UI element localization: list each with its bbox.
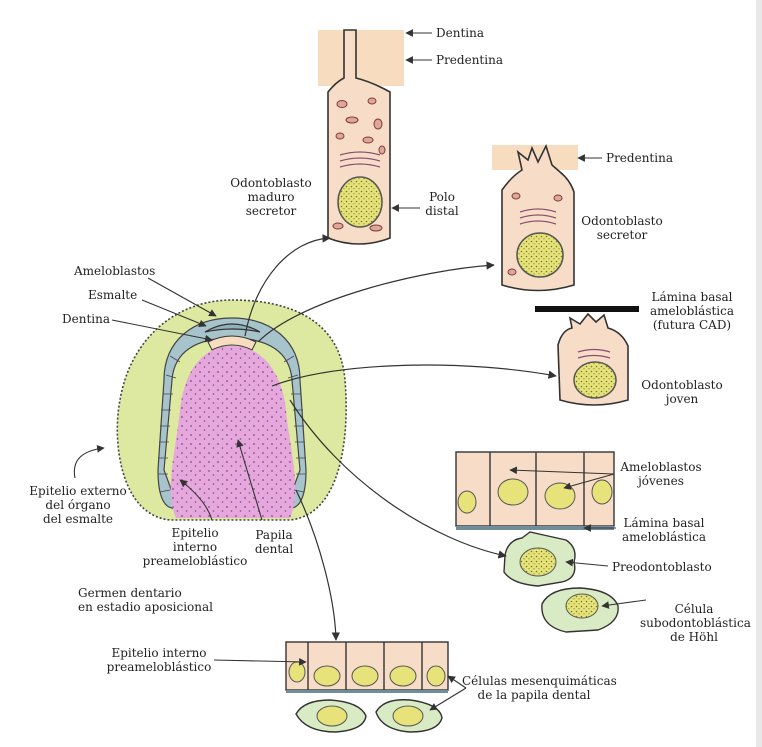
label-dentina-left: Dentina [62, 312, 110, 326]
label-dentina-top: Dentina [436, 26, 484, 40]
label-ameloblastos-jovenes: Ameloblastos jóvenes [616, 460, 706, 488]
label-celula-hohl: Célula subodontoblástica de Höhl [640, 602, 748, 644]
label-lamina-basal-cad: Lámina basal ameloblástica (futura CAD) [644, 290, 740, 332]
label-polo-distal: Polo distal [418, 190, 466, 218]
label-epitelio-externo: Epitelio externo del órgano del esmalte [22, 484, 134, 526]
label-predentina-top: Predentina [436, 53, 503, 67]
young-ameloblasts-illustration [456, 452, 614, 530]
basal-lamina-bar [535, 306, 639, 312]
label-papila-dental: Papila dental [248, 528, 300, 556]
label-epitelio-interno-mid: Epitelio interno preameloblástico [138, 526, 252, 568]
label-germen-dentario: Germen dentario en estadio aposicional [78, 586, 213, 614]
tooth-germ-illustration [117, 300, 346, 520]
label-esmalte: Esmalte [88, 288, 137, 302]
label-ameloblastos: Ameloblastos [74, 264, 155, 278]
hohl-cell-illustration [542, 588, 618, 632]
bottom-epithelium-illustration [286, 642, 448, 693]
young-odontoblast-illustration [558, 314, 628, 405]
label-epitelio-interno-bottom: Epitelio interno preameloblástico [104, 646, 214, 674]
label-predentina-right: Predentina [606, 151, 673, 165]
label-lamina-basal-amelo: Lámina basal ameloblástica [618, 516, 710, 544]
label-odontoblasto-maduro: Odontoblasto maduro secretor [222, 176, 320, 218]
mature-odontoblast-illustration [318, 30, 404, 244]
label-preodontoblasto: Preodontoblasto [612, 560, 712, 574]
mesenchymal-cells-illustration [296, 700, 442, 732]
label-celulas-mesenquimaticas: Células mesenquimáticas de la papila den… [462, 674, 606, 702]
label-odontoblasto-secretor: Odontoblasto secretor [576, 214, 668, 242]
preodontoblast-illustration [504, 532, 575, 586]
label-odontoblasto-joven: Odontoblasto joven [636, 378, 728, 406]
dentin-layer [318, 30, 404, 86]
secretory-odontoblast-illustration [492, 145, 578, 291]
